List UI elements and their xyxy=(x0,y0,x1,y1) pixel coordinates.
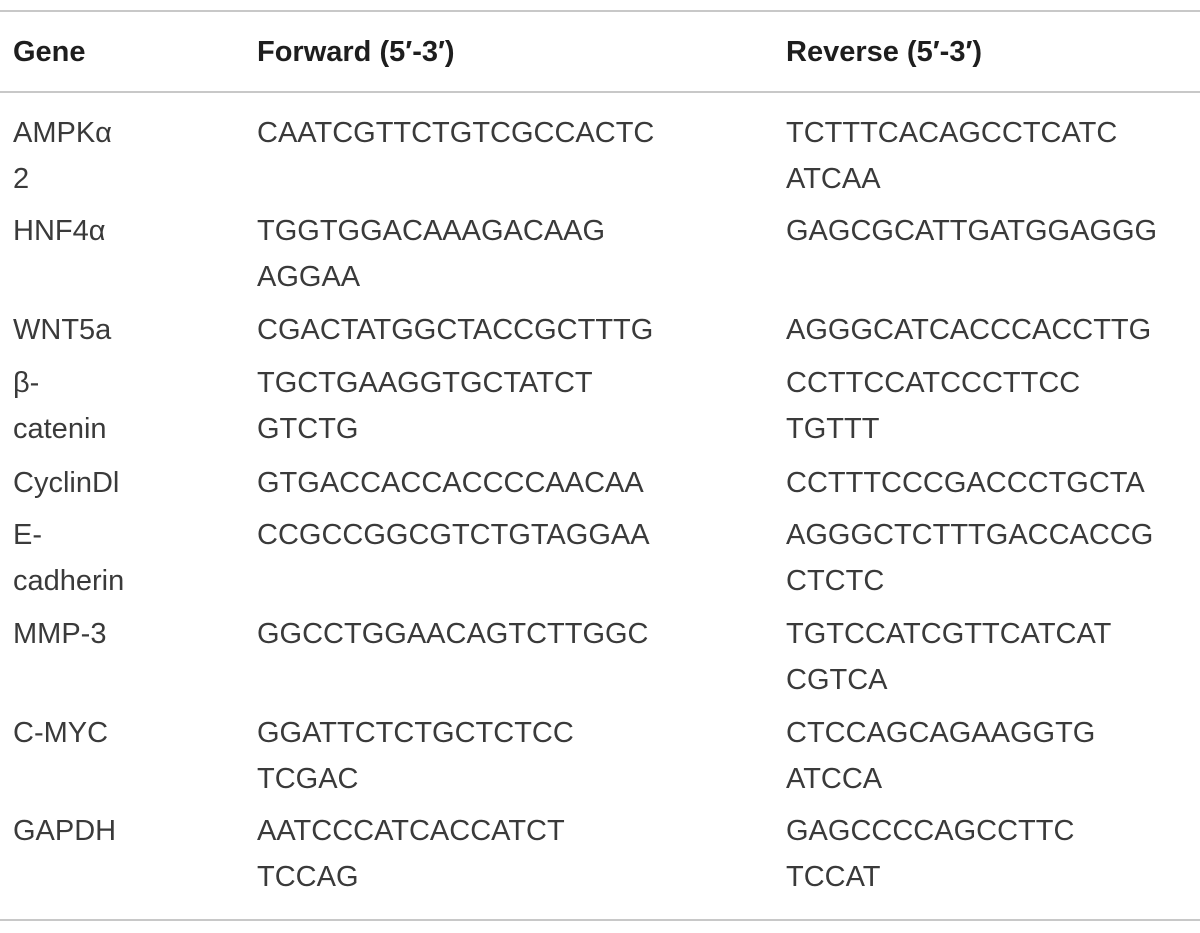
gene-cell: MMP-3 xyxy=(13,618,107,650)
header-gene: Gene xyxy=(13,36,86,68)
reverse-cell: CTCCAGCAGAAGGTG ATCCA xyxy=(786,717,1096,795)
gene-cell: C-MYC xyxy=(13,717,109,749)
table-header-rule xyxy=(0,91,1200,93)
forward-cell: TGCTGAAGGTGCTATCT GTCTG xyxy=(257,367,593,445)
forward-cell: CAATCGTTCTGTCGCCACTC xyxy=(257,117,655,149)
reverse-cell: AGGGCATCACCCACCTTG xyxy=(786,314,1152,346)
gene-cell: WNT5a xyxy=(13,314,112,346)
forward-cell: AATCCCATCACCATCT TCCAG xyxy=(257,815,565,893)
forward-cell: GGATTCTCTGCTCTCC TCGAC xyxy=(257,717,574,795)
reverse-cell: GAGCCCCAGCCTTC TCCAT xyxy=(786,815,1075,893)
header-reverse: Reverse (5′-3′) xyxy=(786,36,983,68)
forward-cell: GTGACCACCACCCCAACAA xyxy=(257,467,644,499)
reverse-cell: GAGCGCATTGATGGAGGG xyxy=(786,215,1158,247)
gene-cell: E- cadherin xyxy=(13,519,125,597)
forward-cell: GGCCTGGAACAGTCTTGGC xyxy=(257,618,649,650)
gene-cell: HNF4α xyxy=(13,215,106,247)
reverse-cell: TCTTTCACAGCCTCATC ATCAA xyxy=(786,117,1118,195)
reverse-cell: CCTTCCATCCCTTCC TGTTT xyxy=(786,367,1081,445)
gene-cell: CyclinDl xyxy=(13,467,120,499)
table-top-rule xyxy=(0,10,1200,12)
reverse-cell: CCTTTCCCGACCCTGCTA xyxy=(786,467,1145,499)
gene-cell: GAPDH xyxy=(13,815,117,847)
gene-cell: β- catenin xyxy=(13,367,107,445)
forward-cell: TGGTGGACAAAGACAAG AGGAA xyxy=(257,215,606,293)
forward-cell: CCGCCGGCGTCTGTAGGAA xyxy=(257,519,650,551)
table-bottom-rule xyxy=(0,919,1200,921)
reverse-cell: AGGGCTCTTTGACCACCG CTCTC xyxy=(786,519,1154,597)
forward-cell: CGACTATGGCTACCGCTTTG xyxy=(257,314,654,346)
reverse-cell: TGTCCATCGTTCATCAT CGTCA xyxy=(786,618,1112,696)
gene-cell: AMPKα 2 xyxy=(13,117,112,195)
header-forward: Forward (5′-3′) xyxy=(257,36,455,68)
